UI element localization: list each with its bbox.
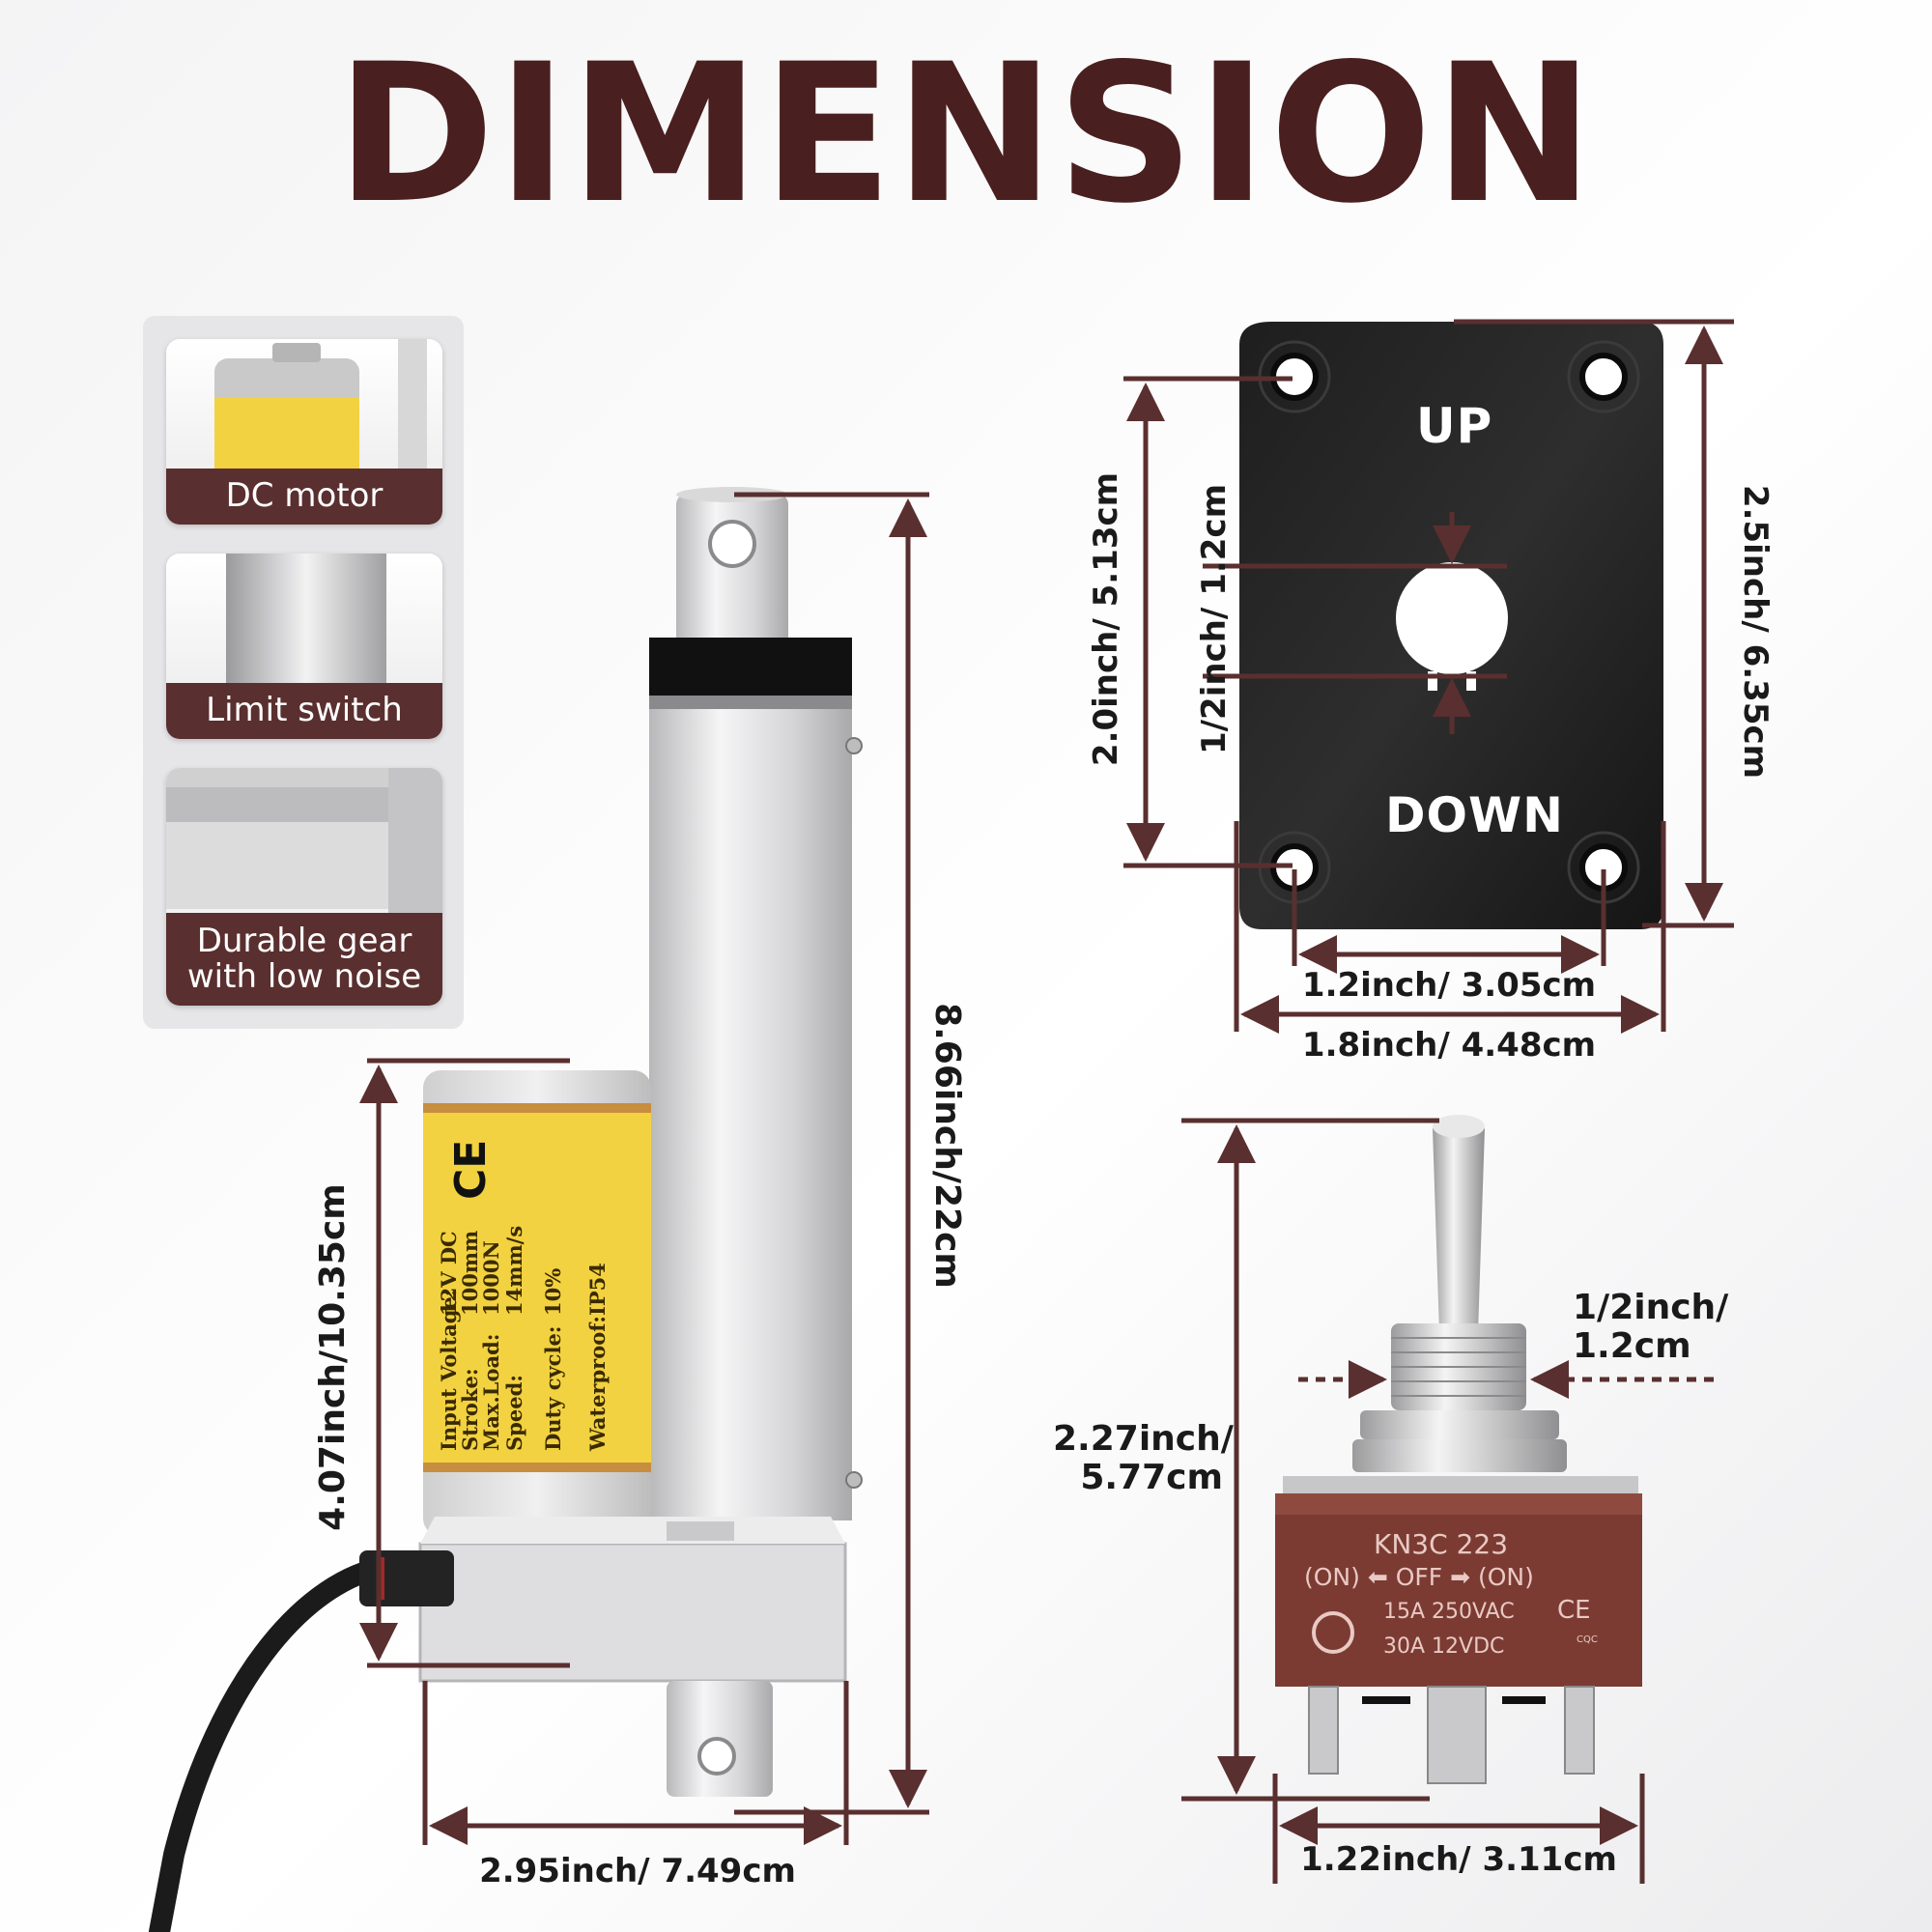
label-value: IP54 [585,1263,610,1316]
label-key: Speed: [502,1374,526,1451]
plate-down-label: DOWN [1385,787,1565,843]
actuator-height-dimension: 8.66inch/22cm [927,1003,967,1289]
actuator-label: Input Voltage: 12V DC Stroke: 100mm Max.… [425,1113,649,1461]
plate-hole-diameter: 1/2inch/ 1.2cm [1195,483,1234,755]
label-value: 14mm/s [502,1225,526,1316]
toggle-width-dimension: 1.22inch/ 3.11cm [1300,1840,1617,1879]
plate-width-dimension: 1.8inch/ 4.48cm [1301,1026,1597,1065]
switch-model: KN3C 223 [1374,1528,1509,1560]
switch-plate [1239,322,1663,929]
switch-rating-ac: 15A 250VAC [1383,1600,1515,1624]
linear-actuator [149,487,863,1932]
gear-thumbnail [166,768,442,913]
plate-hole-spacing-vertical: 2.0inch/ 5.13cm [1087,471,1125,767]
toggle-dimension-lines [1181,1118,1721,1884]
switch-positions: (ON) ⬅ OFF ➡ (ON) [1304,1563,1534,1591]
switch-ce-mark: CE [1557,1596,1591,1625]
feature-card-gear: Durable gear with low noise [166,768,442,1006]
feature-card-dc-motor: DC motor [166,339,442,525]
ce-mark: CE [446,1139,496,1200]
toggle-switch [1275,1115,1642,1784]
feature-label: DC motor [166,469,442,525]
plate-hole-spacing-horizontal: 1.2inch/ 3.05cm [1301,966,1597,1005]
feature-panel: DC motor Limit switch Durable gear with … [143,316,464,1029]
switch-rating-dc: 30A 12VDC [1383,1634,1505,1659]
label-key: Duty cycle: [541,1325,565,1451]
label-key: Max.Load: [479,1333,503,1452]
actuator-dimension-lines [359,492,929,1845]
toggle-thread-dimension-line1: 1/2inch/ [1573,1288,1729,1327]
switch-cqc-mark: CQC [1577,1634,1598,1645]
toggle-thread-dimension-line2: 1.2cm [1573,1326,1691,1366]
label-value: 1000N [479,1240,503,1316]
feature-label: Durable gear with low noise [166,913,442,1006]
plate-height-dimension: 2.5inch/ 6.35cm [1736,484,1775,780]
page-title: DIMENSION [335,22,1597,245]
label-value: 10% [541,1267,565,1316]
toggle-height-dimension-line1: 2.27inch/ [1053,1419,1234,1459]
plate-dimension-lines [1123,319,1734,1034]
actuator-width-dimension: 2.95inch/ 7.49cm [479,1852,796,1890]
actuator-motor-dimension: 4.07inch/10.35cm [313,1183,353,1531]
toggle-height-dimension-line2: 5.77cm [1080,1458,1223,1497]
feature-label: Limit switch [166,683,442,739]
feature-card-limit-switch: Limit switch [166,554,442,739]
label-key: Waterproof: [585,1315,610,1451]
plate-up-label: UP [1416,398,1493,454]
